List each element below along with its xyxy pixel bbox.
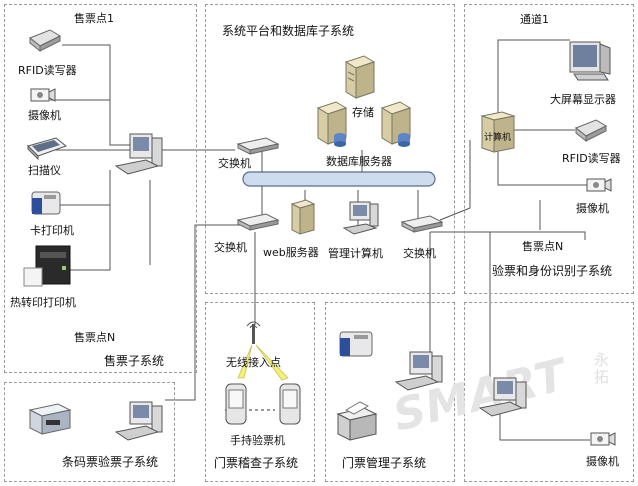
web-server-icon <box>290 199 316 235</box>
verify-id-title: 验票和身份识别子系统 <box>492 264 613 278</box>
platform-db-title: 系统平台和数据库子系统 <box>222 24 355 38</box>
frame-barcode <box>4 382 175 482</box>
right-computer-icon <box>478 377 527 417</box>
rfid-reader-icon-2 <box>575 119 608 142</box>
rfid-reader-label-2: RFID读写器 <box>562 152 621 165</box>
laser-printer-icon <box>336 401 378 441</box>
switch-label-3: 交换机 <box>403 247 436 260</box>
web-server-label: web服务器 <box>263 246 319 259</box>
wireless-ap-icon <box>246 321 261 344</box>
mgmt-computer-icon <box>342 201 379 235</box>
thermal-printer-icon <box>23 245 71 287</box>
frame-ticket-mgmt <box>325 302 455 482</box>
frame-platform-db <box>205 4 455 294</box>
scanner-icon <box>27 137 68 160</box>
computer-label: 计算机 <box>484 133 512 143</box>
rfid-reader-label: RFID读写器 <box>18 64 77 77</box>
db-server-label: 数据库服务器 <box>326 155 392 168</box>
ticket-mgmt-title: 门票管理子系统 <box>342 456 427 470</box>
card-printer-label: 卡打印机 <box>30 224 74 237</box>
gate-check-title: 门票稽查子系统 <box>214 456 299 470</box>
sales-point-n-label: 售票点N <box>74 331 116 344</box>
switch-label-2: 交换机 <box>214 241 247 254</box>
big-screen-label: 大屏幕显示器 <box>550 93 616 106</box>
card-printer-icon <box>31 191 61 215</box>
storage-server-icon <box>344 55 376 99</box>
scanner-label: 扫描仪 <box>28 164 61 177</box>
camera-label-3: 摄像机 <box>586 455 619 468</box>
db-server-icon-2 <box>380 101 412 147</box>
barcode-title: 条码票验票子系统 <box>62 455 159 469</box>
big-screen-icon <box>569 41 611 81</box>
wireless-ap-label: 无线接入点 <box>226 356 281 369</box>
rfid-reader-icon <box>29 29 62 52</box>
sales-point-n-label-2: 售票点N <box>522 240 564 253</box>
channel-computer-icon <box>480 111 516 153</box>
camera-icon <box>30 88 56 102</box>
frame-verify-id <box>464 4 634 294</box>
handheld-device-icon <box>225 383 247 425</box>
db-server-icon <box>316 101 348 147</box>
switch-icon-2 <box>236 213 280 231</box>
frame-ticket-sales <box>4 4 197 373</box>
smart-watermark-cn: 永拓 <box>594 351 610 386</box>
camera-label: 摄像机 <box>28 109 61 122</box>
barcode-computer-icon <box>114 401 163 441</box>
switch-icon-3 <box>400 215 444 233</box>
channel-1-label: 通道1 <box>520 13 549 26</box>
frame-gate-check <box>205 302 315 482</box>
mgmt-computer-label: 管理计算机 <box>328 247 383 260</box>
storage-label: 存储 <box>352 106 374 119</box>
sales-computer-icon <box>114 133 163 175</box>
switch-icon <box>236 137 280 155</box>
switch-label: 交换机 <box>218 157 251 170</box>
card-printer-icon-2 <box>339 331 373 357</box>
sales-point-1-label: 售票点1 <box>74 12 114 25</box>
barcode-scanner-icon <box>28 403 72 435</box>
camera-icon-2 <box>586 178 612 192</box>
ticket-sales-title: 售票子系统 <box>104 354 165 368</box>
frame-right-bottom <box>464 302 634 482</box>
camera-icon-3 <box>590 432 616 446</box>
ticket-mgmt-computer-icon <box>394 351 443 391</box>
camera-label-2: 摄像机 <box>576 202 609 215</box>
handheld-device-icon-2 <box>279 383 301 425</box>
thermal-printer-label: 热转印打印机 <box>10 296 76 309</box>
handheld-label: 手持验票机 <box>230 434 285 447</box>
